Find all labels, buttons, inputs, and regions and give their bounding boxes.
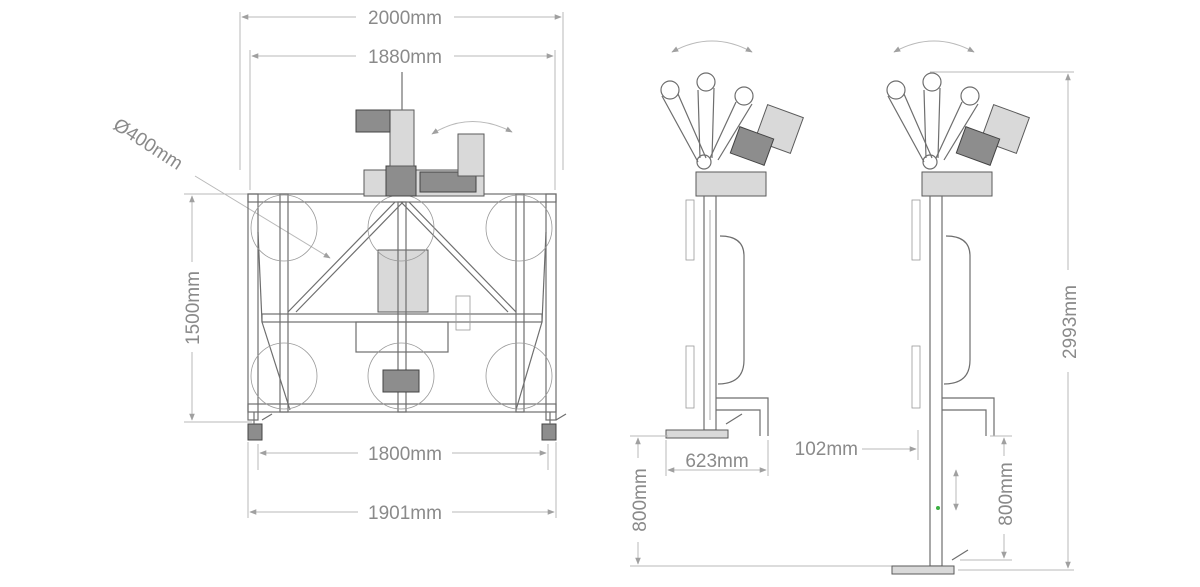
rotating-arms-right: [886, 72, 1030, 170]
dim-side-lift-left: 800mm: [630, 435, 900, 567]
top-motor-assembly: [355, 72, 513, 197]
dim-base-inner: 1800mm: [257, 444, 549, 470]
dim-width-overall: 2000mm: [239, 8, 564, 170]
dim-frame-height: 1500mm: [183, 193, 252, 423]
dim-side-offset: 102mm: [795, 430, 919, 460]
dim-label-frame-height: 1500mm: [183, 271, 204, 345]
dim-base-outer: 1901mm: [247, 442, 557, 524]
dim-side-depth: 623mm: [665, 440, 769, 476]
side-view-left: 623mm 800mm: [630, 40, 900, 567]
front-frame: [247, 193, 557, 421]
dim-label-side-offset: 102mm: [795, 439, 858, 460]
rotating-arms-left: [660, 72, 804, 170]
dim-total-height: 2993mm: [930, 71, 1081, 571]
dim-label-side-lift-right: 800mm: [996, 462, 1017, 525]
green-marker-icon: [936, 506, 940, 510]
dim-label-width-overall: 2000mm: [368, 8, 442, 29]
front-feet: [247, 412, 567, 441]
suction-cups: [250, 194, 553, 410]
dim-label-width-frame: 1880mm: [368, 47, 442, 68]
dim-width-frame: 1880mm: [249, 47, 556, 190]
dim-label-side-depth: 623mm: [685, 451, 748, 472]
dim-label-base-inner: 1800mm: [368, 444, 442, 465]
dim-side-lift-right: 800mm: [960, 435, 1017, 561]
dim-label-total-height: 2993mm: [1060, 285, 1081, 359]
dim-label-base-outer: 1901mm: [368, 503, 442, 524]
dim-label-side-lift-left: 800mm: [630, 468, 651, 531]
front-view: 2000mm 1880mm Ø400mm 1500mm: [109, 8, 567, 524]
side-view-right: 102mm 800mm 2993mm: [795, 40, 1081, 575]
dim-label-cup-diameter: Ø400mm: [109, 115, 186, 175]
dim-cup-diameter: Ø400mm: [109, 115, 331, 259]
